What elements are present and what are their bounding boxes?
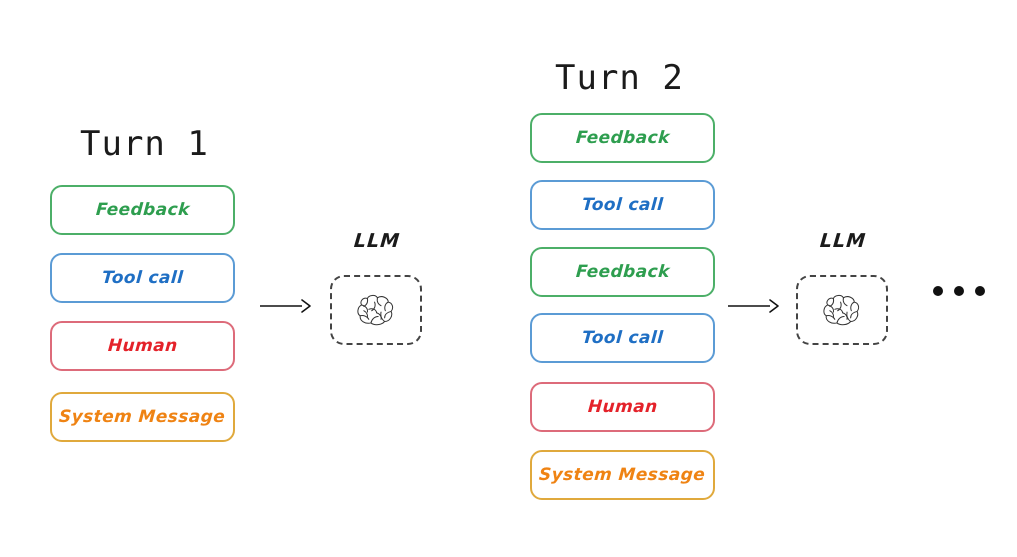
message-label: Human — [586, 397, 659, 417]
message-label: Feedback — [574, 262, 671, 282]
continuation-ellipsis — [933, 286, 985, 296]
message-label: Tool call — [581, 195, 664, 215]
llm-caption: LLM — [819, 230, 868, 252]
turn-1-message-system: System Message — [50, 392, 235, 442]
llm-box — [796, 275, 888, 345]
ellipsis-dot — [975, 286, 985, 296]
arrow-turn-1-to-llm — [260, 299, 311, 313]
turn-2-message-feedback-2: Feedback — [530, 247, 715, 297]
turn-1-message-feedback: Feedback — [50, 185, 235, 235]
turn-2-message-human: Human — [530, 382, 715, 432]
turn-1-message-tool-call: Tool call — [50, 253, 235, 303]
message-label: System Message — [538, 465, 707, 485]
message-label: Tool call — [101, 268, 184, 288]
turn-2-message-system: System Message — [530, 450, 715, 500]
turn-2-message-tool-call-1: Tool call — [530, 180, 715, 230]
arrow-turn-2-to-llm — [728, 299, 779, 313]
turn-2-message-tool-call-2: Tool call — [530, 313, 715, 363]
message-label: System Message — [58, 407, 227, 427]
brain-icon — [357, 294, 394, 326]
turn-1-message-human: Human — [50, 321, 235, 371]
message-label: Feedback — [94, 200, 191, 220]
brain-icon — [823, 294, 860, 326]
message-label: Feedback — [574, 128, 671, 148]
llm-caption: LLM — [353, 230, 402, 252]
turn-1-title: Turn 1 — [80, 124, 209, 164]
ellipsis-dot — [954, 286, 964, 296]
ellipsis-dot — [933, 286, 943, 296]
turn-2-message-feedback-1: Feedback — [530, 113, 715, 163]
message-label: Human — [106, 336, 179, 356]
turn-2-title: Turn 2 — [555, 58, 684, 98]
message-label: Tool call — [581, 328, 664, 348]
llm-box — [330, 275, 422, 345]
